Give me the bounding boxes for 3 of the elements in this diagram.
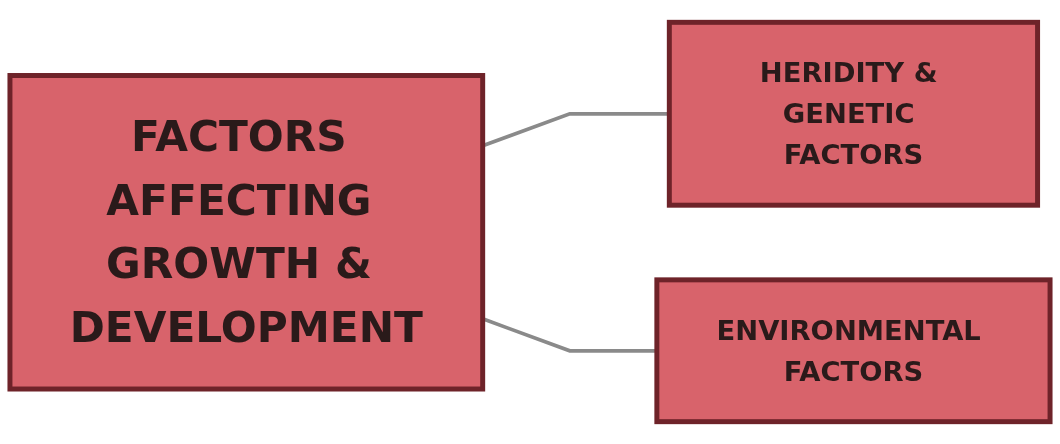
node-box: FACTORS AFFECTING GROWTH & DEVELOPMENT bbox=[7, 73, 486, 392]
node-box: ENVIRONMENTAL FACTORS bbox=[654, 277, 1053, 425]
node-box: HERIDITY & GENETIC FACTORS bbox=[666, 19, 1041, 208]
